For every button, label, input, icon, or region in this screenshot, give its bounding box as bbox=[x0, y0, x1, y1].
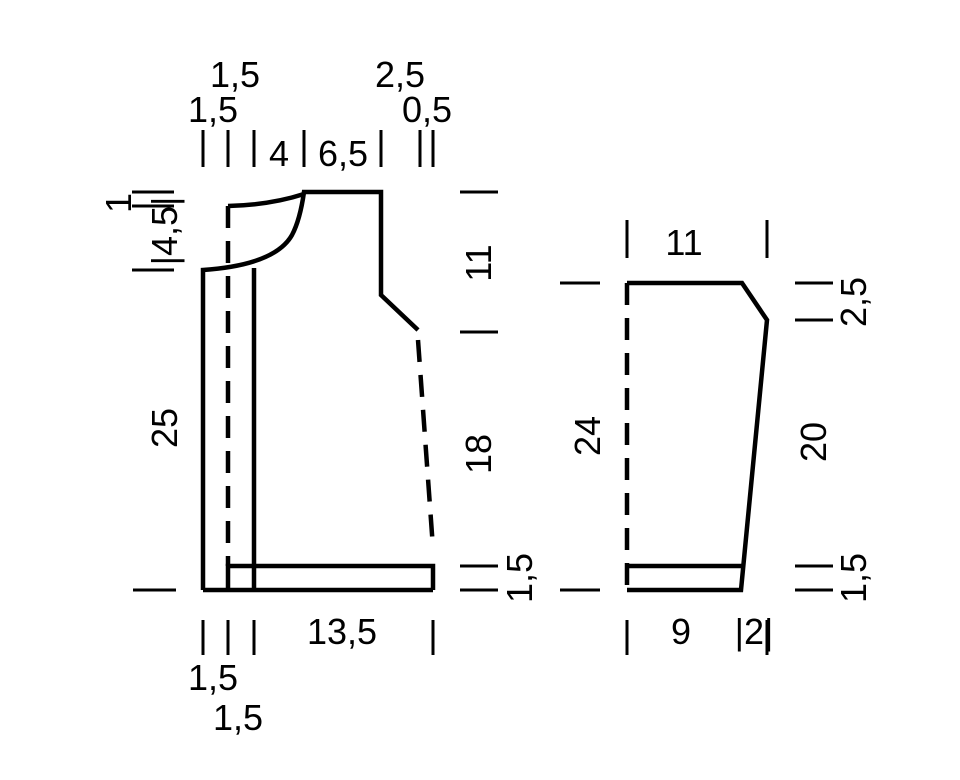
body-length-label: 25 bbox=[144, 408, 185, 448]
body-top-upper-right-label: 2,5 bbox=[375, 54, 425, 95]
sleeve-cap-label: 2,5 bbox=[833, 277, 874, 327]
body-shoulder-label: 4 bbox=[269, 133, 289, 174]
sleeve-bottom-width-label: 9 bbox=[671, 611, 691, 652]
body-left-ticks bbox=[132, 190, 176, 592]
sleeve-right-ticks bbox=[795, 281, 833, 592]
sleeve-top-ticks bbox=[625, 220, 769, 258]
body-bottom-upper-left-label: 1,5 bbox=[188, 657, 238, 698]
body-rib-band bbox=[225, 563, 436, 590]
body-width-label: 13,5 bbox=[307, 611, 377, 652]
body-neck-width-label: 6,5 bbox=[318, 133, 368, 174]
body-bottom-lower-left-label: 1,5 bbox=[213, 697, 263, 738]
body-right-ticks bbox=[460, 190, 498, 592]
body-top-upper-left-label: 1,5 bbox=[210, 54, 260, 95]
body-bottom-ticks bbox=[201, 620, 435, 655]
sleeve-left-ticks bbox=[560, 281, 600, 592]
body-piece: 1,5 1,5 4 6,5 2,5 0,5 1 |4,5| 25 11 18 1… bbox=[98, 54, 540, 738]
body-top-lower-left-label: 1,5 bbox=[188, 89, 238, 130]
body-top-lower-right-label: 0,5 bbox=[402, 89, 452, 130]
sleeve-rib-label: 1,5 bbox=[833, 553, 874, 603]
body-lower-right-label: 18 bbox=[458, 434, 499, 474]
body-neck-drop-label: |4,5| bbox=[144, 197, 185, 266]
body-rib-label: 1,5 bbox=[499, 553, 540, 603]
body-neck-back-line bbox=[227, 191, 305, 209]
sleeve-outline bbox=[627, 280, 770, 593]
sleeve-side-length-label: 20 bbox=[793, 422, 834, 462]
sleeve-bottom-ticks bbox=[625, 620, 769, 655]
body-outline bbox=[200, 189, 420, 590]
body-side-dashed bbox=[415, 339, 436, 549]
sleeve-length-label: 24 bbox=[567, 416, 608, 456]
body-neck-drop-top-label: 1 bbox=[98, 193, 139, 213]
body-upper-right-label: 11 bbox=[458, 244, 499, 281]
body-top-ticks bbox=[201, 130, 435, 167]
sleeve-top-width-label: 11 bbox=[665, 222, 702, 263]
sleeve-bottom-side-label: |2| bbox=[735, 611, 774, 652]
sleeve-piece: 11 24 2,5 20 1,5 9 |2| bbox=[560, 220, 874, 655]
